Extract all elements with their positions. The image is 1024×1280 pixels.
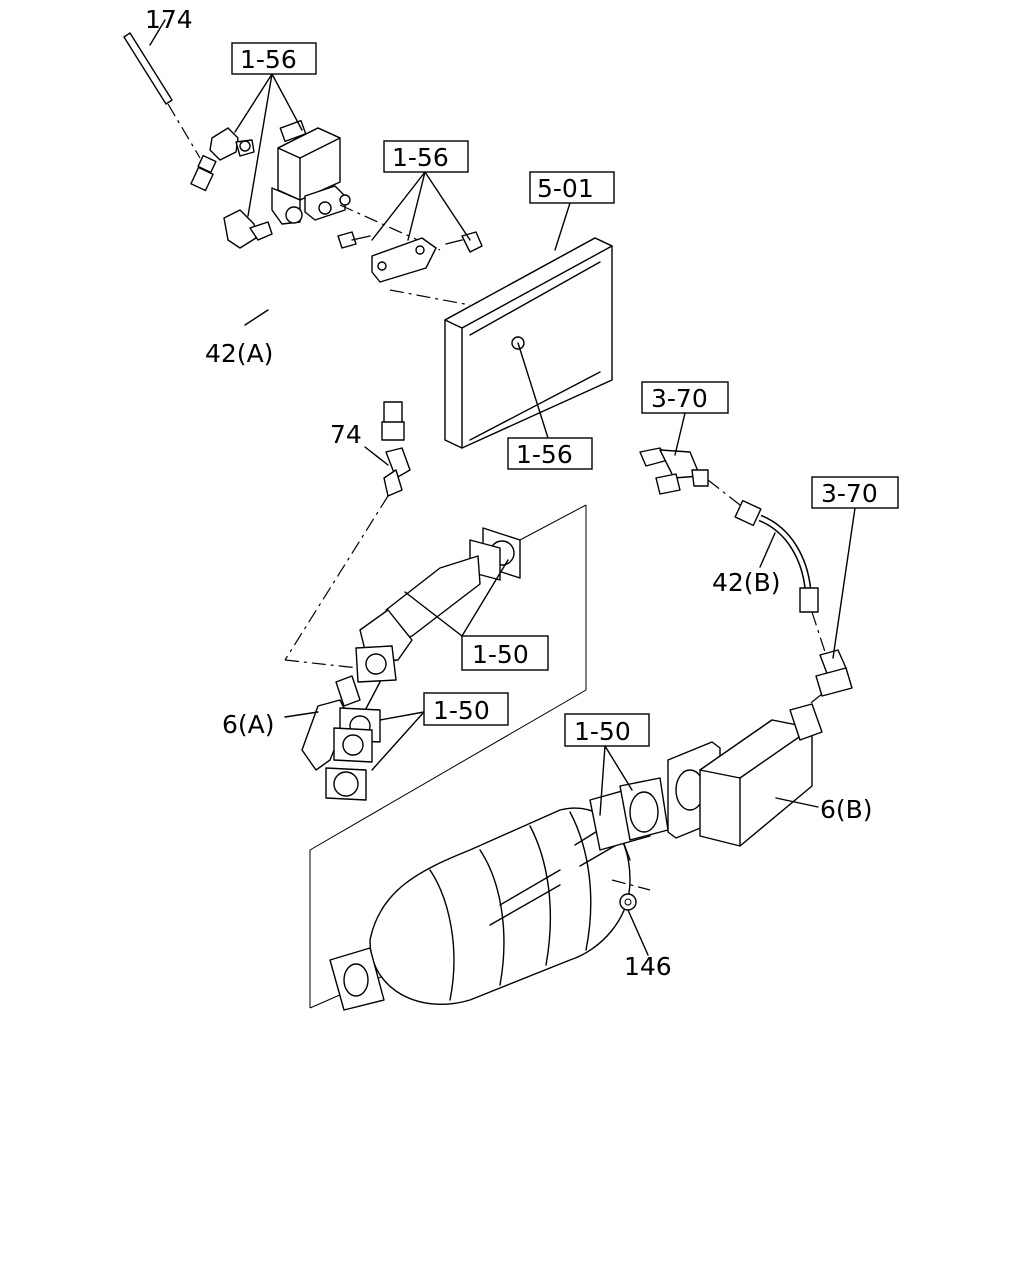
label-146: 146 bbox=[624, 952, 672, 981]
leaders-150-b bbox=[371, 711, 425, 771]
ref-box-156-mid bbox=[383, 140, 469, 173]
rod-174 bbox=[123, 19, 201, 159]
hose-42b bbox=[734, 499, 827, 656]
ref-box-370-b bbox=[811, 476, 899, 509]
label-6a: 6(A) bbox=[222, 710, 275, 739]
exhaust-pipe bbox=[355, 527, 521, 683]
ref-label-370-b[interactable]: 3-70 bbox=[821, 479, 878, 508]
leaders-156-top bbox=[234, 73, 303, 217]
ref-label-501[interactable]: 5-01 bbox=[537, 174, 594, 203]
ref-box-156-low bbox=[507, 437, 593, 470]
ref-box-370-a bbox=[641, 381, 729, 414]
ref-label-150-c[interactable]: 1-50 bbox=[574, 717, 631, 746]
ref-box-156-top bbox=[231, 42, 317, 75]
label-174: 174 bbox=[145, 5, 193, 34]
housing-6b bbox=[667, 703, 823, 847]
ref-label-370-a[interactable]: 3-70 bbox=[651, 384, 708, 413]
ref-label-156-top[interactable]: 1-56 bbox=[240, 45, 297, 74]
bracket-with-bolts bbox=[337, 231, 483, 306]
ref-label-150-b[interactable]: 1-50 bbox=[433, 696, 490, 725]
ref-box-150-a bbox=[461, 635, 549, 671]
frame-rail bbox=[444, 202, 613, 449]
fitting-74 bbox=[284, 446, 411, 669]
label-42b: 42(B) bbox=[712, 568, 780, 597]
dpf-converter bbox=[329, 777, 669, 1011]
ref-box-501 bbox=[529, 171, 615, 204]
ref-box-150-b bbox=[423, 692, 509, 726]
label-74: 74 bbox=[330, 420, 362, 449]
tee-fitting bbox=[639, 412, 741, 506]
label-6b: 6(B) bbox=[820, 795, 873, 824]
ref-label-156-low[interactable]: 1-56 bbox=[516, 440, 573, 469]
ref-box-150-c bbox=[564, 713, 650, 747]
leaders-156-mid bbox=[371, 171, 471, 241]
ref-label-150-a[interactable]: 1-50 bbox=[472, 640, 529, 669]
leader-156-low bbox=[517, 342, 549, 439]
hose-42a bbox=[175, 154, 405, 441]
leaders-150-c bbox=[599, 745, 633, 816]
elbow-6a bbox=[284, 675, 381, 801]
solenoid-valve bbox=[209, 119, 441, 251]
label-42a: 42(A) bbox=[205, 339, 273, 368]
ref-label-156-mid[interactable]: 1-56 bbox=[392, 143, 449, 172]
